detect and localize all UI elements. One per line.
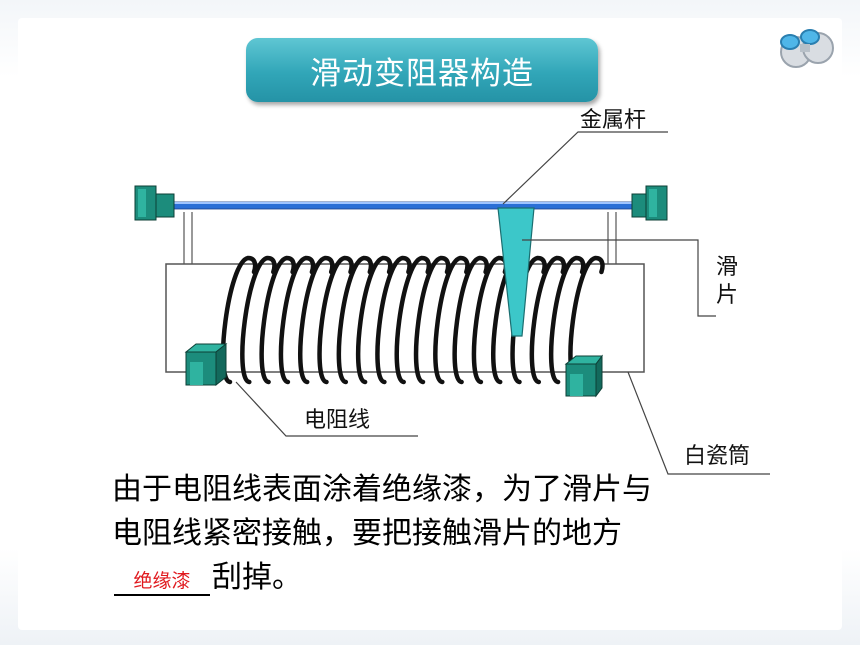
coil-turn <box>529 255 567 385</box>
coil-turn <box>433 255 470 385</box>
coil-turn <box>452 255 489 385</box>
resistance-coil <box>220 255 605 385</box>
coil-turn <box>548 255 586 385</box>
label-metal-rod: 金属杆 <box>580 108 647 133</box>
coil-turn <box>355 255 393 385</box>
label-resistance-wire: 电阻线 <box>304 408 371 433</box>
rod-terminal-left <box>134 185 175 221</box>
coil-turn <box>413 255 451 385</box>
coil-turn <box>240 255 277 385</box>
rod-terminal-right <box>631 185 668 221</box>
coil-turn <box>336 255 374 385</box>
coil-turn <box>375 255 412 385</box>
slide-title: 滑动变阻器构造 <box>246 38 598 102</box>
description-after: 刮掉。 <box>212 560 302 595</box>
coil-turn <box>317 255 354 385</box>
answer-blank: 绝缘漆 <box>114 568 210 596</box>
leader-lines <box>235 131 770 475</box>
coil-turn <box>510 255 547 385</box>
description-before: 由于电阻线表面涂着绝缘漆，为了滑片与电阻线紧密接触，要把接触滑片的地方 <box>112 472 652 551</box>
coil-turn <box>298 255 335 385</box>
description-text: 由于电阻线表面涂着绝缘漆，为了滑片与电阻线紧密接触，要把接触滑片的地方绝缘漆刮掉… <box>112 468 672 600</box>
slide-title-text: 滑动变阻器构造 <box>310 55 534 92</box>
coil-turn <box>394 255 432 385</box>
tube-terminal-left <box>184 342 228 387</box>
binoculars-icon <box>780 29 834 68</box>
label-slider: 滑片 <box>715 255 738 308</box>
coil-turn <box>259 255 296 385</box>
tube-terminal-right <box>564 354 603 398</box>
coil-turn <box>278 255 316 385</box>
label-porcelain-tube: 白瓷筒 <box>684 444 751 469</box>
rod-supports <box>183 212 617 264</box>
